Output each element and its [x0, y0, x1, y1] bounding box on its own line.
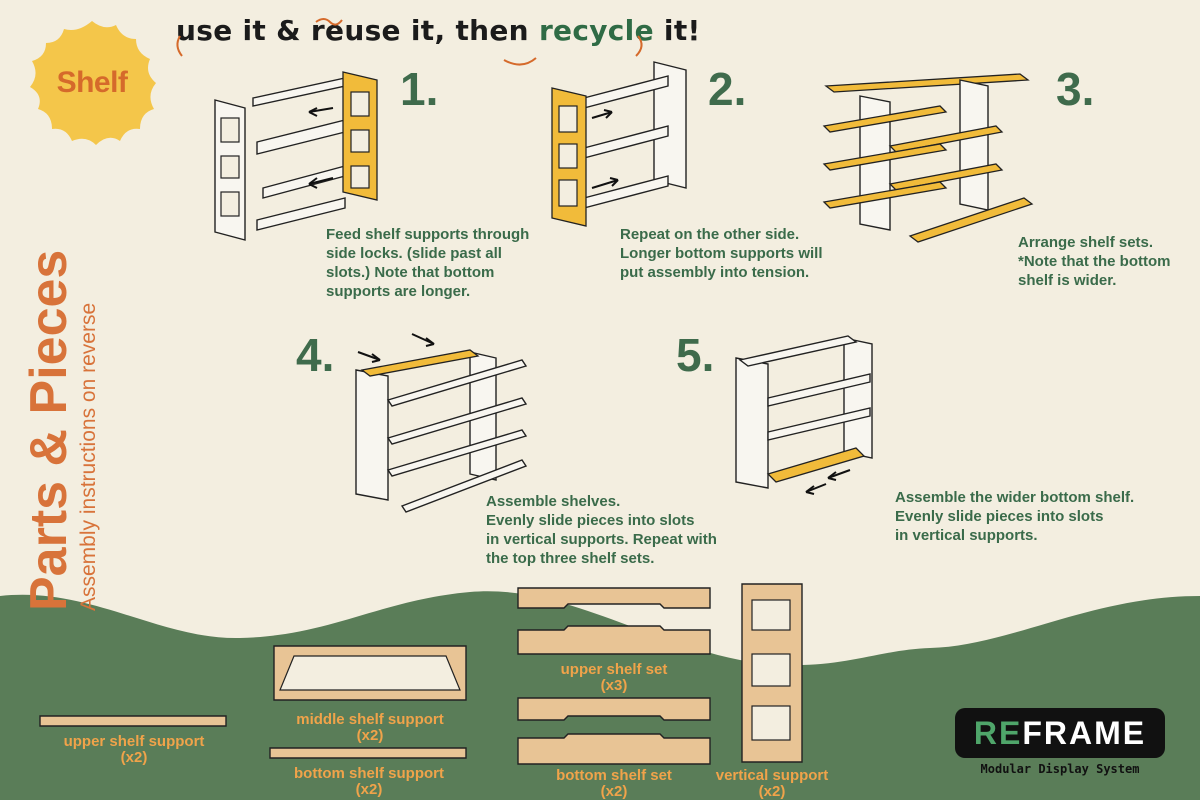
- caption-line: Repeat on the other side.: [620, 226, 800, 243]
- caption-line: *Note that the bottom: [1018, 253, 1171, 270]
- caption-line: shelf is wider.: [1018, 272, 1117, 289]
- middle-shelf-support-part: [273, 645, 467, 701]
- caption-line: put assembly into tension.: [620, 264, 810, 281]
- part-name: vertical support: [715, 767, 829, 784]
- side-title: Parts & Pieces Assembly instructions on …: [19, 191, 101, 611]
- caption-line: Feed shelf supports through: [326, 226, 530, 243]
- upper-shelf-set-label: upper shelf set (x3): [514, 662, 714, 694]
- upper-shelf-set-part: [517, 587, 711, 655]
- caption-line: the top three shelf sets.: [486, 550, 655, 567]
- tagline-part3: it!: [653, 14, 701, 47]
- bottom-shelf-support-part: [269, 747, 467, 759]
- vertical-support-label: vertical support (x2): [704, 768, 840, 800]
- tagline-recycle: recycle: [538, 14, 654, 47]
- step-4-illustration: [355, 333, 528, 513]
- caption-line: Longer bottom supports will: [620, 245, 823, 262]
- shelf-badge-icon: [30, 21, 156, 145]
- step-2-illustration: [551, 61, 687, 227]
- caption-line: in vertical supports.: [895, 527, 1038, 544]
- logo-subtitle: Modular Display System: [980, 762, 1140, 776]
- step-4-caption: Assemble shelves. Evenly slide pieces in…: [486, 492, 717, 568]
- caption-line: side locks. (slide past all: [326, 245, 502, 262]
- caption-line: supports are longer.: [326, 283, 471, 300]
- part-name: bottom shelf support: [294, 765, 444, 782]
- bottom-shelf-set-part: [517, 697, 711, 765]
- step-5-illustration: [735, 335, 873, 495]
- logo-re: RE: [973, 715, 1023, 751]
- caption-line: Assemble shelves.: [486, 493, 621, 510]
- tagline-part1: use it & reuse it, then: [176, 14, 539, 47]
- tagline: use it & reuse it, then recycle it!: [176, 14, 701, 47]
- badge-label: Shelf: [56, 66, 128, 99]
- caption-line: slots.) Note that bottom: [326, 264, 495, 281]
- step-4-number: 4.: [296, 329, 335, 381]
- caption-line: Evenly slide pieces into slots: [895, 508, 1104, 525]
- upper-shelf-support-part: [39, 715, 227, 727]
- bottom-shelf-support-label: bottom shelf support (x2): [266, 766, 472, 798]
- step-3-illustration: [822, 73, 1034, 243]
- parts-pieces-title: Parts & Pieces: [20, 249, 78, 611]
- bottom-shelf-set-label: bottom shelf set (x2): [514, 768, 714, 800]
- step-5-caption: Assemble the wider bottom shelf. Evenly …: [895, 488, 1134, 545]
- part-qty: (x3): [600, 677, 628, 694]
- part-qty: (x2): [600, 783, 628, 800]
- part-qty: (x2): [355, 781, 383, 798]
- upper-shelf-support-label: upper shelf support (x2): [36, 734, 232, 766]
- logo-frame: FRAME: [1022, 715, 1147, 751]
- part-name: upper shelf set: [560, 661, 668, 678]
- step-1-caption: Feed shelf supports through side locks. …: [326, 225, 529, 301]
- caption-line: Evenly slide pieces into slots: [486, 512, 695, 529]
- part-qty: (x2): [356, 727, 384, 744]
- caption-line: in vertical supports. Repeat with: [486, 531, 717, 548]
- part-qty: (x2): [120, 749, 148, 766]
- step-5-number: 5.: [676, 329, 715, 381]
- step-2-number: 2.: [708, 63, 747, 115]
- part-name: upper shelf support: [63, 733, 205, 750]
- middle-shelf-support-label: middle shelf support (x2): [270, 712, 470, 744]
- step-3-caption: Arrange shelf sets. *Note that the botto…: [1018, 233, 1170, 290]
- part-name: bottom shelf set: [556, 767, 672, 784]
- tagline-decoration-icon: [176, 18, 643, 66]
- reframe-logo: REFRAME: [955, 708, 1165, 758]
- step-1-illustration: [214, 71, 378, 241]
- vertical-support-part: [741, 583, 803, 763]
- part-name: middle shelf support: [296, 711, 444, 728]
- caption-line: Arrange shelf sets.: [1018, 234, 1154, 251]
- step-1-number: 1.: [400, 63, 439, 115]
- caption-line: Assemble the wider bottom shelf.: [895, 489, 1135, 506]
- step-3-number: 3.: [1056, 63, 1095, 115]
- assembly-subtitle: Assembly instructions on reverse: [77, 302, 100, 611]
- part-qty: (x2): [758, 783, 786, 800]
- step-2-caption: Repeat on the other side. Longer bottom …: [620, 225, 823, 282]
